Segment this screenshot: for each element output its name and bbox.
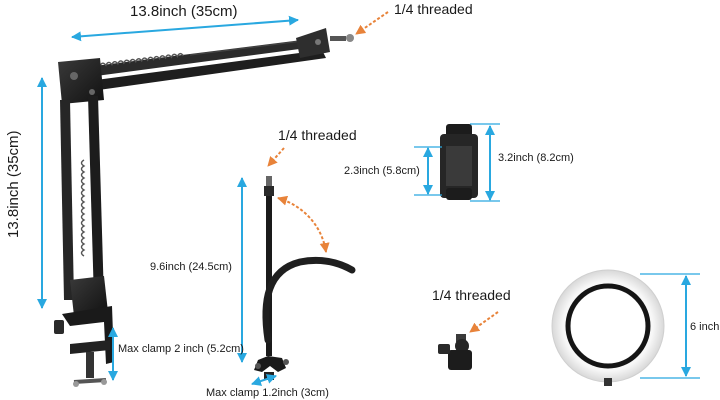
clamp-small-dimension [251, 374, 277, 386]
gooseneck-bend-arrow [277, 195, 330, 253]
arm-height-label: 13.8inch (35cm) [5, 130, 22, 238]
scissor-arm-stand [54, 28, 354, 387]
thread-ballhead-pointer [469, 311, 499, 333]
phone-clip-inner-label: 2.3inch (5.8cm) [344, 165, 420, 177]
ring-light-label: 6 inch [690, 321, 720, 333]
phone-clip-outer-label: 3.2inch (8.2cm) [498, 152, 574, 164]
thread-gooseneck-label: 1/4 threaded [278, 127, 357, 143]
arm-width-label: 13.8inch (35cm) [130, 3, 238, 20]
ring-light [551, 269, 665, 386]
thread-ballhead-label: 1/4 threaded [432, 287, 511, 303]
gooseneck-height-label: 9.6inch (24.5cm) [150, 261, 232, 273]
thread-top-pointer [355, 11, 389, 35]
arm-width-dimension [71, 15, 299, 42]
thread-top-label: 1/4 threaded [394, 1, 473, 17]
clamp-large-label: Max clamp 2 inch (5.2cm) [118, 343, 244, 355]
gooseneck-holder [254, 176, 356, 380]
thread-gooseneck-pointer [267, 147, 285, 167]
clamp-small-label: Max clamp 1.2inch (3cm) [206, 387, 329, 399]
ball-head-mount [438, 334, 472, 370]
phone-clip [440, 124, 478, 200]
